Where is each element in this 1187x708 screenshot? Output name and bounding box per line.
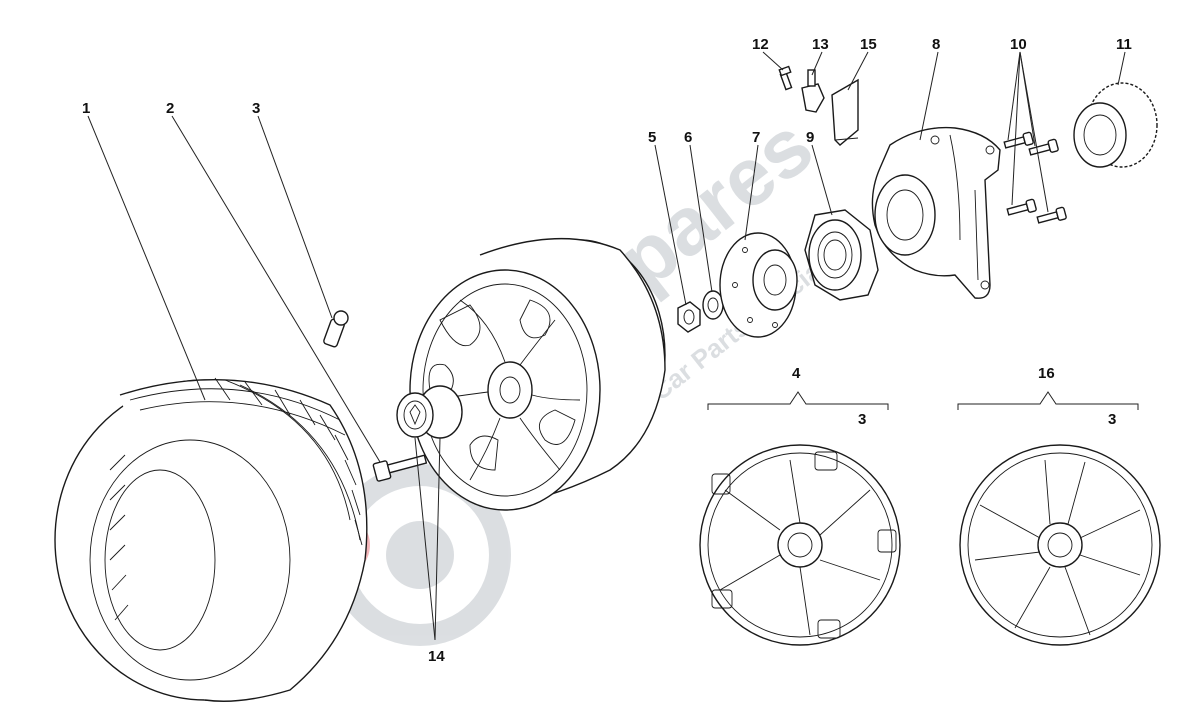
rim-variant-icon[interactable] xyxy=(699,444,901,646)
bolt-icon[interactable] xyxy=(778,65,793,91)
callout-15: 15 xyxy=(860,36,877,53)
callout-11: 11 xyxy=(1116,36,1132,53)
callout-1: 1 xyxy=(82,100,90,117)
callout-14: 14 xyxy=(428,648,445,665)
hub-icon[interactable] xyxy=(719,232,798,338)
wheel-rim-icon[interactable] xyxy=(409,237,666,511)
shield-icon[interactable] xyxy=(831,78,859,146)
tone-ring-icon[interactable] xyxy=(1073,82,1158,168)
callout-9: 9 xyxy=(806,129,814,146)
callout-8: 8 xyxy=(932,36,940,53)
bearing-icon[interactable] xyxy=(804,209,879,301)
hub-nut-icon[interactable] xyxy=(677,301,701,333)
callout-5: 5 xyxy=(648,129,656,146)
sensor-icon[interactable] xyxy=(801,69,825,113)
leader-lines xyxy=(87,51,1139,641)
valve-icon[interactable] xyxy=(323,310,349,348)
rim-variant-icon[interactable] xyxy=(959,444,1161,646)
callout-6: 6 xyxy=(684,129,692,146)
callout-4-3: 3 xyxy=(858,411,866,428)
callout-2: 2 xyxy=(166,100,174,117)
center-cap-icon[interactable] xyxy=(396,385,463,439)
callout-16: 16 xyxy=(1038,365,1055,382)
callout-12: 12 xyxy=(752,36,769,53)
washer-icon[interactable] xyxy=(702,290,724,320)
callout-13: 13 xyxy=(812,36,829,53)
tyre-icon[interactable] xyxy=(54,377,368,702)
knuckle-icon[interactable] xyxy=(871,126,1001,299)
callout-16-3: 3 xyxy=(1108,411,1116,428)
callout-labels: 1 2 3 4 3 5 6 7 8 9 10 11 12 13 14 15 16… xyxy=(82,36,1132,665)
callout-3: 3 xyxy=(252,100,260,117)
callout-4: 4 xyxy=(792,365,801,382)
callout-10: 10 xyxy=(1010,36,1027,53)
callout-7: 7 xyxy=(752,129,760,146)
